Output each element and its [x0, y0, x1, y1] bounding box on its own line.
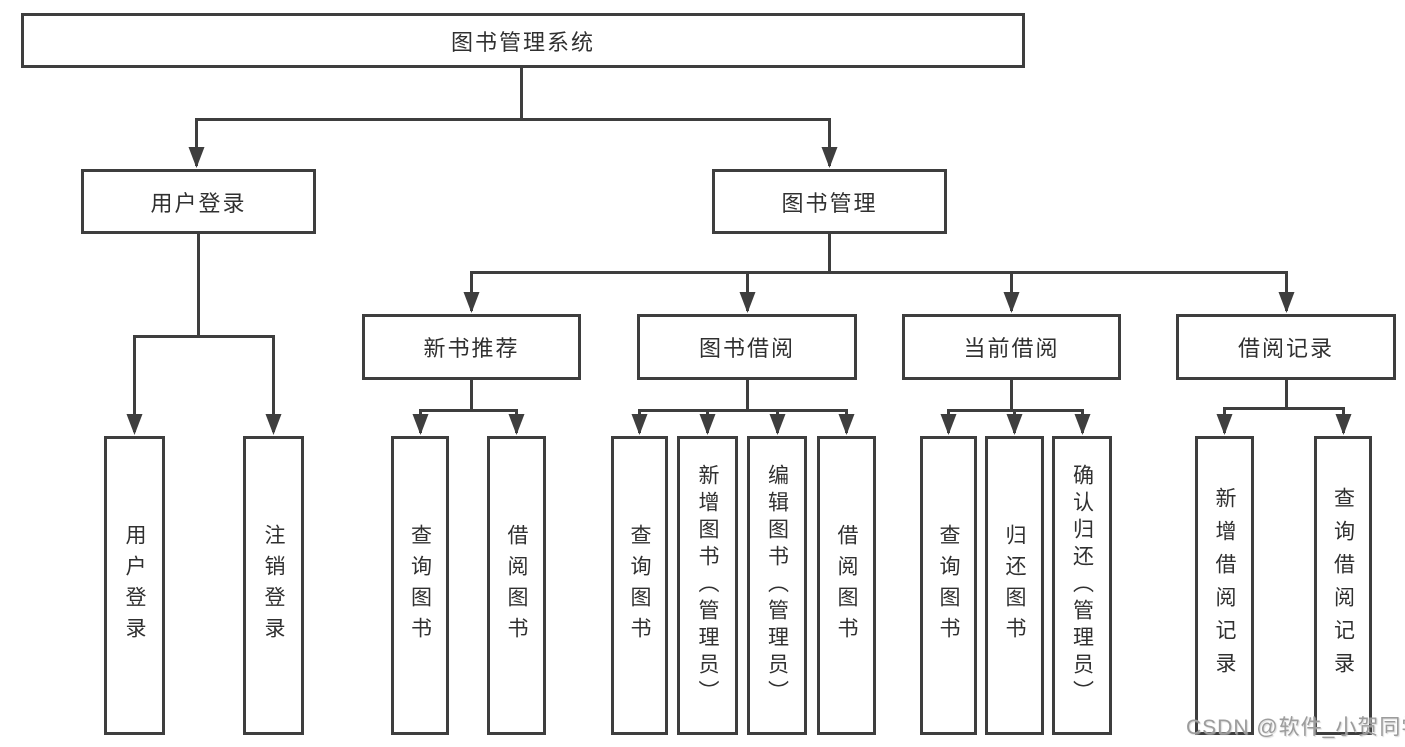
leaf-cb-return-books: 归还图书: [985, 436, 1044, 735]
arrow-down-icon: [463, 292, 480, 313]
leaf-bb-edit-books-admin: 编辑图书（管理员）: [747, 436, 807, 735]
arrow-down-icon: [265, 414, 282, 435]
leaf-user-login: 用户登录: [104, 436, 165, 735]
leaf-cb-confirm-return-admin: 确认归还（管理员）: [1052, 436, 1112, 735]
arrow-down-icon: [412, 414, 429, 435]
leaf-bb-add-books-admin: 新增图书（管理员）: [677, 436, 738, 735]
connector-borrow-records: [1223, 378, 1345, 433]
node-root: 图书管理系统: [21, 13, 1025, 68]
arrow-down-icon: [1006, 414, 1023, 435]
arrow-down-icon: [838, 414, 855, 435]
node-current-borrow: 当前借阅: [902, 314, 1121, 380]
node-book-management: 图书管理: [712, 169, 947, 234]
arrow-down-icon: [739, 292, 756, 313]
watermark: CSDN @软件_小贺同学: [1186, 716, 1405, 739]
leaf-rec-query-books: 查询图书: [391, 436, 449, 735]
arrow-down-icon: [1278, 292, 1295, 313]
connector-user-login-to-leaves: [133, 232, 275, 432]
leaf-logout: 注销登录: [243, 436, 304, 735]
leaf-br-query-record: 查询借阅记录: [1314, 436, 1372, 735]
leaf-rec-borrow-books: 借阅图书: [487, 436, 546, 735]
arrow-down-icon: [699, 414, 716, 435]
node-user-login: 用户登录: [81, 169, 316, 234]
arrow-down-icon: [631, 414, 648, 435]
arrow-down-icon: [940, 414, 957, 435]
leaf-bb-query-books: 查询图书: [611, 436, 668, 735]
connector-book-borrow: [638, 378, 848, 433]
arrow-down-icon: [508, 414, 525, 435]
arrow-down-icon: [769, 414, 786, 435]
connector-new-book-rec: [419, 378, 518, 433]
connector-root-to-level2: [195, 66, 831, 166]
arrow-down-icon: [821, 147, 838, 168]
leaf-cb-query-books: 查询图书: [920, 436, 977, 735]
arrow-down-icon: [188, 147, 205, 168]
node-new-book-recommend: 新书推荐: [362, 314, 581, 380]
arrow-down-icon: [1216, 414, 1233, 435]
leaf-br-add-record: 新增借阅记录: [1195, 436, 1254, 735]
node-borrow-records: 借阅记录: [1176, 314, 1396, 380]
arrow-down-icon: [1074, 414, 1091, 435]
arrow-down-icon: [1335, 414, 1352, 435]
arrow-down-icon: [126, 414, 143, 435]
node-book-borrow: 图书借阅: [637, 314, 857, 380]
arrow-down-icon: [1003, 292, 1020, 313]
connector-book-mgmt-to-level3: [470, 232, 1288, 311]
leaf-bb-borrow-books: 借阅图书: [817, 436, 876, 735]
